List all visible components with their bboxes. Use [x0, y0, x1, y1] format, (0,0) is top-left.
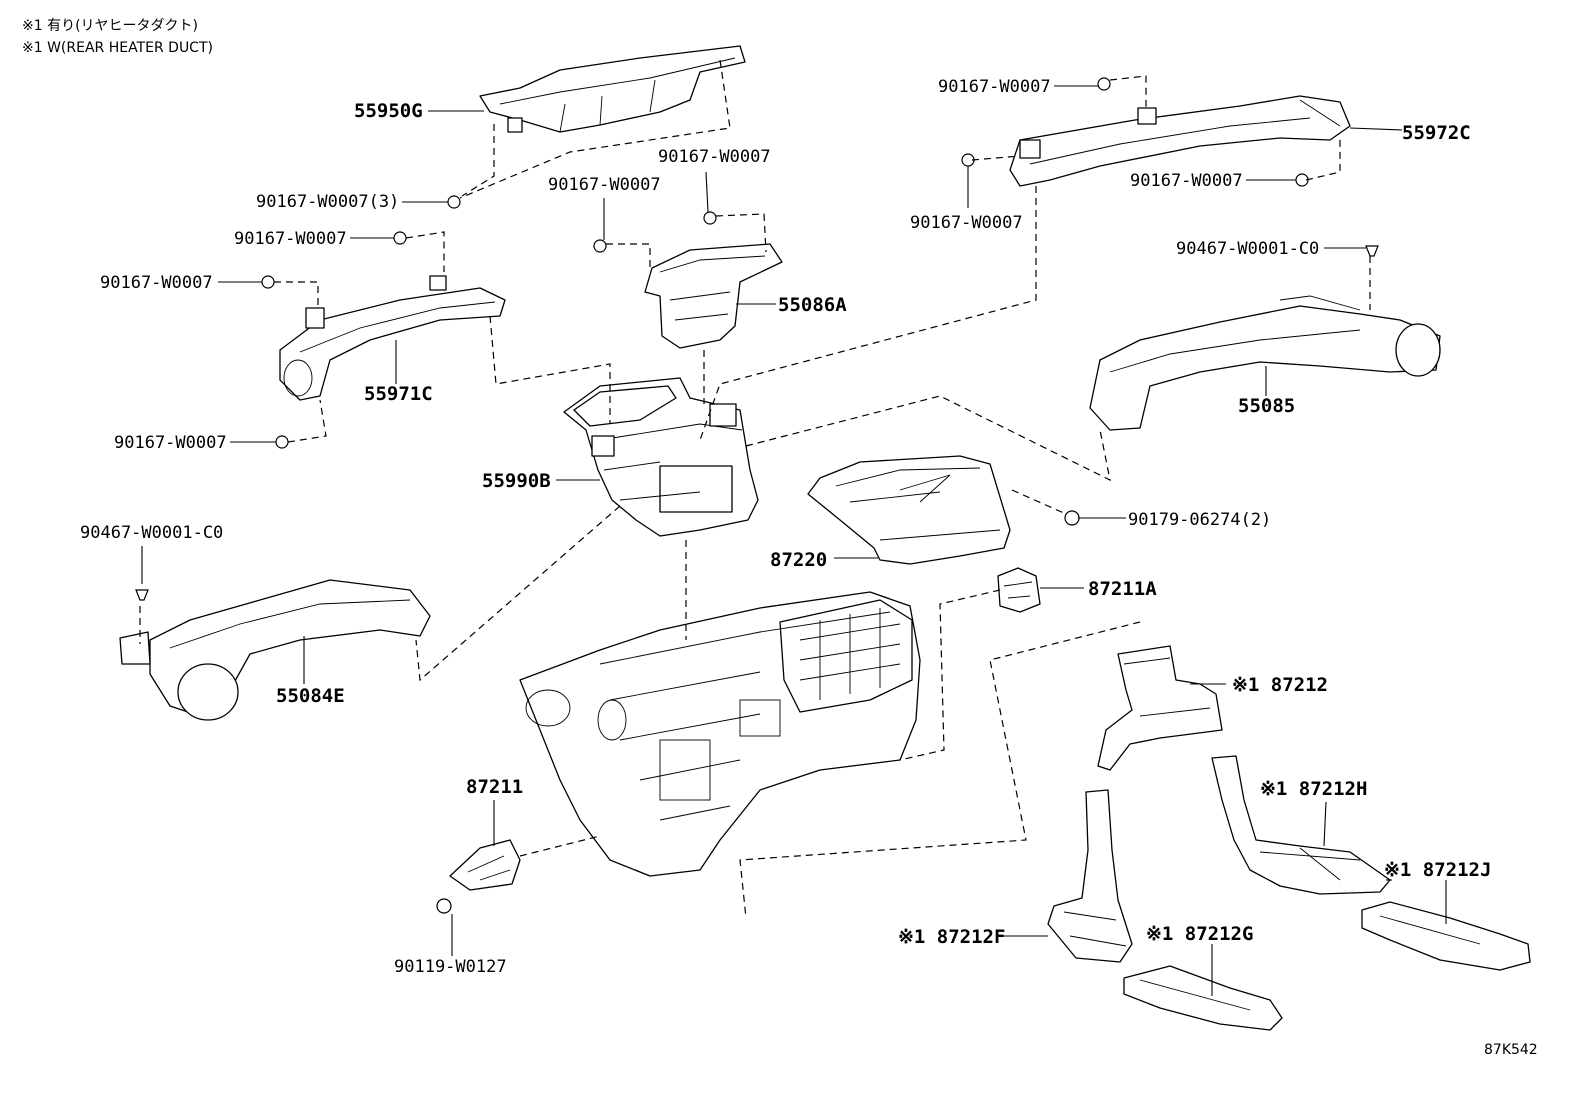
label-fastener-06[interactable]: 90167-W0007 — [1130, 171, 1243, 191]
label-fastener-10[interactable]: 90167-W0007 — [114, 433, 227, 453]
label-55990b[interactable]: 55990B — [482, 470, 551, 492]
label-87211[interactable]: 87211 — [466, 776, 523, 798]
leader-lines — [141, 85, 1447, 996]
part-87212g-shape[interactable] — [1123, 965, 1283, 1031]
label-fastener-05[interactable]: 90167-W0007(3) — [256, 192, 399, 212]
part-55972c-shape[interactable] — [1009, 95, 1351, 187]
part-87220-shape[interactable] — [807, 455, 1011, 565]
part-55084e-shape[interactable] — [119, 579, 431, 721]
part-55085-shape[interactable] — [1089, 295, 1441, 431]
note-line-2: ※1 W(REAR HEATER DUCT) — [22, 40, 213, 56]
label-fastener-07[interactable]: 90167-W0007 — [234, 229, 347, 249]
label-55085[interactable]: 55085 — [1238, 395, 1295, 417]
label-fastener-01[interactable]: 90167-W0007 — [938, 77, 1051, 97]
part-55990b-shape[interactable] — [563, 377, 759, 537]
part-87211-shape[interactable] — [449, 839, 521, 891]
label-55084e[interactable]: 55084E — [276, 685, 345, 707]
note-line-1: ※1 有り(リヤヒータダクト) — [22, 18, 198, 34]
diagram-id: 87K542 — [1484, 1042, 1538, 1058]
label-fastener-08[interactable]: 90467-W0001-C0 — [1176, 239, 1319, 259]
part-55950g-shape[interactable] — [479, 45, 746, 133]
part-87212j-shape[interactable] — [1361, 901, 1531, 971]
label-fastener-14[interactable]: 90119-W0127 — [394, 957, 507, 977]
label-55971c[interactable]: 55971C — [364, 383, 433, 405]
label-87220[interactable]: 87220 — [770, 549, 827, 571]
part-87212-shape[interactable] — [1097, 645, 1223, 771]
label-87212j[interactable]: ※1 87212J — [1384, 859, 1491, 881]
bolt-icons — [135, 77, 1379, 914]
label-fastener-09[interactable]: 90167-W0007 — [100, 273, 213, 293]
label-55950g[interactable]: 55950G — [354, 100, 423, 122]
part-87211a-shape[interactable] — [997, 567, 1041, 613]
label-87212h[interactable]: ※1 87212H — [1260, 778, 1367, 800]
label-87212f[interactable]: ※1 87212F — [898, 926, 1005, 948]
label-87212g[interactable]: ※1 87212G — [1146, 923, 1253, 945]
part-87212f-shape[interactable] — [1047, 789, 1133, 963]
label-fastener-04[interactable]: 90167-W0007 — [910, 213, 1023, 233]
label-fastener-13[interactable]: 90179-06274(2) — [1128, 510, 1271, 530]
label-87211a[interactable]: 87211A — [1088, 578, 1157, 600]
label-fastener-02[interactable]: 90167-W0007 — [658, 147, 771, 167]
label-55972c[interactable]: 55972C — [1402, 122, 1471, 144]
part-labels: 55950G 55972C 55086A 55971C 55085 55990B… — [80, 77, 1491, 977]
label-fastener-12[interactable]: 90467-W0001-C0 — [80, 523, 223, 543]
assembly-lines — [139, 59, 1371, 919]
part-55086a-shape[interactable] — [644, 243, 783, 349]
label-fastener-03[interactable]: 90167-W0007 — [548, 175, 661, 195]
label-87212[interactable]: ※1 87212 — [1232, 674, 1328, 696]
heater-unit-shape[interactable] — [519, 591, 921, 877]
part-55971c-shape[interactable] — [279, 275, 506, 401]
part-87212h-shape[interactable] — [1211, 755, 1391, 895]
label-55086a[interactable]: 55086A — [778, 294, 847, 316]
